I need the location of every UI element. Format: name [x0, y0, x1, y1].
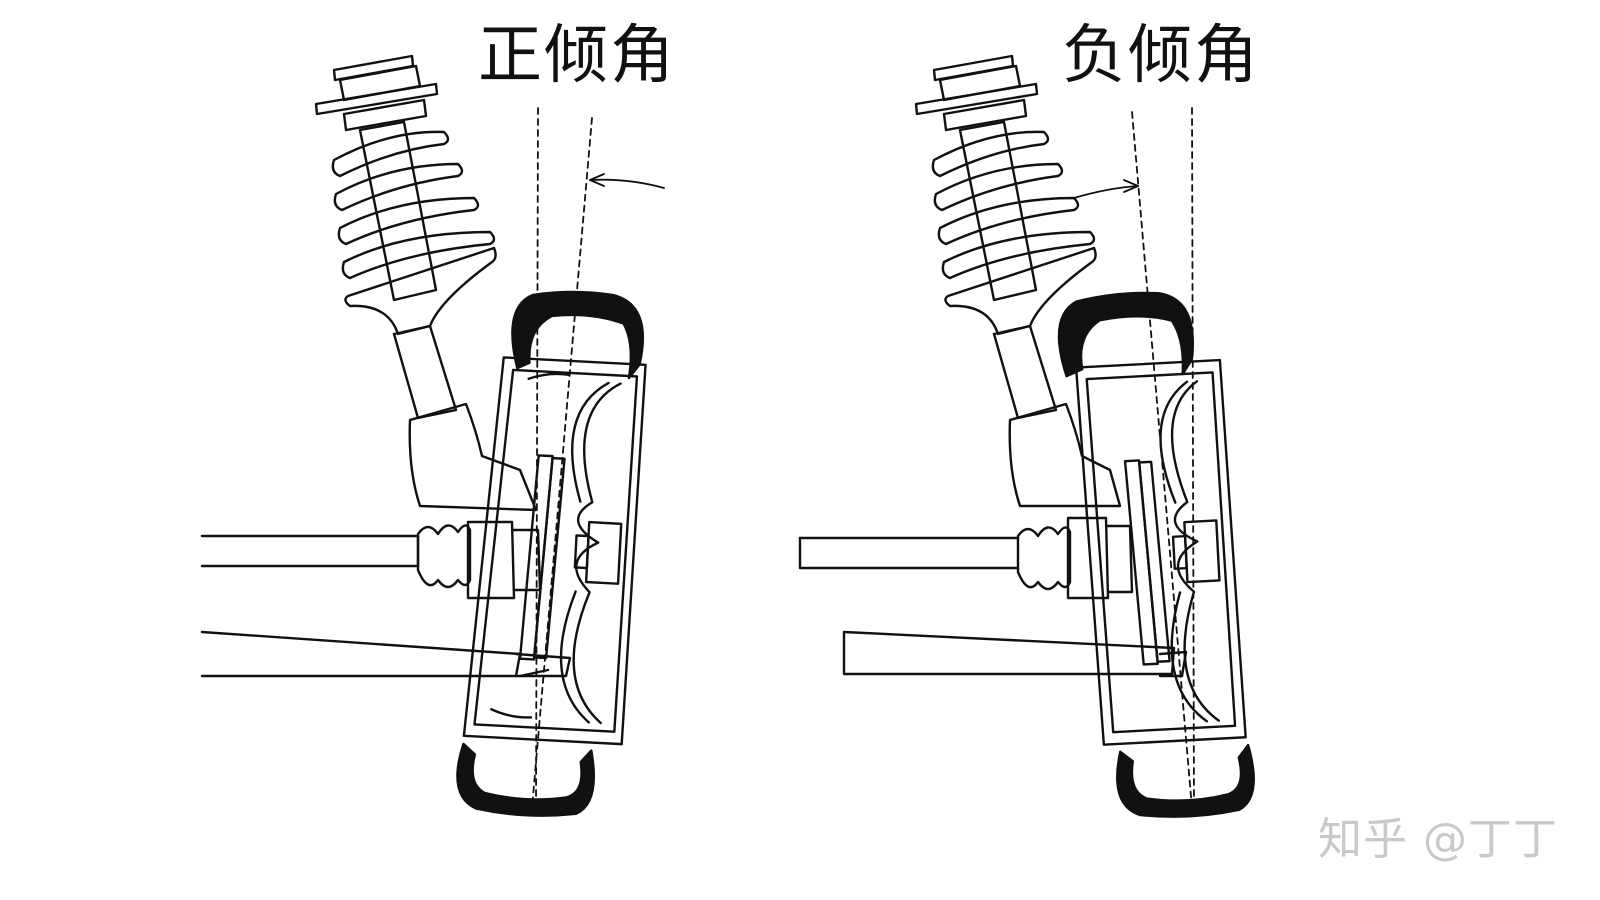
left-strut: [314, 54, 538, 512]
right-strut: [914, 54, 1122, 508]
right-tire-bottom: [1116, 743, 1255, 818]
left-angle-arc: [589, 173, 665, 189]
right-drive-shaft: [798, 536, 1020, 570]
right-cv-boot: [1016, 526, 1072, 591]
left-drive-shaft: [200, 534, 420, 568]
left-cv-boot: [416, 524, 472, 589]
left-reference-lines: [531, 107, 593, 811]
left-lower-control-arm: [200, 630, 572, 678]
negative-camber-assembly: [798, 54, 1255, 818]
right-reference-lines: [1131, 107, 1195, 811]
right-wheel: [1057, 291, 1255, 818]
left-wheel: [456, 290, 647, 817]
negative-camber-label: 负倾角: [1062, 19, 1260, 93]
right-angle-arc: [1073, 179, 1139, 199]
positive-camber-assembly: [200, 54, 665, 817]
positive-camber-label: 正倾角: [478, 19, 676, 93]
right-vertical-reference: [1191, 107, 1195, 811]
left-vertical-reference: [535, 107, 539, 811]
right-camber-axis: [1131, 111, 1193, 809]
left-tire-top: [511, 290, 644, 380]
zhihu-watermark: 知乎 @丁丁: [1318, 814, 1558, 865]
left-tire-bottom: [456, 742, 595, 817]
left-camber-axis: [531, 117, 593, 809]
right-lower-control-arm: [842, 630, 1188, 678]
right-hub-block: [1066, 516, 1134, 600]
